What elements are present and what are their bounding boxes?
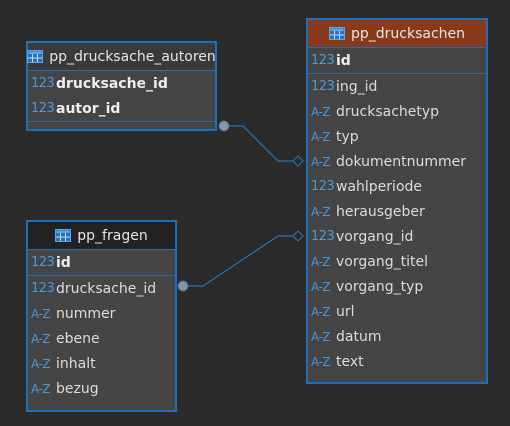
numeric-type-icon: 123 xyxy=(31,101,55,116)
column-name: autor_id xyxy=(56,100,121,117)
text-type-icon: A-Z xyxy=(311,104,331,119)
table-grid-icon xyxy=(55,229,72,242)
column-name: text xyxy=(336,353,364,370)
table-header[interactable]: pp_drucksachen xyxy=(308,20,486,48)
column-row[interactable]: A-Z drucksachetyp xyxy=(308,99,486,124)
text-type-icon: A-Z xyxy=(31,306,51,321)
column-name: nummer xyxy=(56,305,116,322)
numeric-type-icon: 123 xyxy=(311,179,335,194)
table-title: pp_drucksache_autoren xyxy=(49,48,216,65)
numeric-type-icon: 123 xyxy=(31,281,55,296)
column-name: vorgang_id xyxy=(336,228,414,245)
column-name: datum xyxy=(336,328,382,345)
column-name: herausgeber xyxy=(336,203,425,220)
text-type-icon: A-Z xyxy=(311,329,331,344)
column-row[interactable]: A-Z herausgeber xyxy=(308,199,486,224)
column-name: bezug xyxy=(56,380,99,397)
column-row[interactable]: A-Z datum xyxy=(308,324,486,349)
column-name: url xyxy=(336,303,355,320)
column-name: wahlperiode xyxy=(336,178,423,195)
link-fragen-drucksachen[interactable] xyxy=(183,235,296,287)
column-name: drucksachetyp xyxy=(336,103,440,120)
text-type-icon: A-Z xyxy=(311,304,331,319)
table-title: pp_drucksachen xyxy=(350,25,466,42)
table-grid-icon xyxy=(328,27,345,40)
text-type-icon: A-Z xyxy=(311,254,331,269)
link-autoren-drucksachen[interactable] xyxy=(224,125,296,162)
relationship-links xyxy=(177,120,304,292)
text-type-icon: A-Z xyxy=(31,381,51,396)
column-name: vorgang_typ xyxy=(336,278,424,295)
link-target-diamond xyxy=(292,155,304,167)
column-row[interactable]: A-Z text xyxy=(308,349,486,374)
column-row[interactable]: A-Z bezug xyxy=(28,376,175,401)
table-title: pp_fragen xyxy=(77,227,148,244)
column-row[interactable]: A-Z nummer xyxy=(28,301,175,326)
text-type-icon: A-Z xyxy=(31,356,51,371)
numeric-type-icon: 123 xyxy=(31,255,55,270)
column-name: id xyxy=(56,254,71,271)
column-row[interactable]: A-Z inhalt xyxy=(28,351,175,376)
column-name: typ xyxy=(336,128,359,145)
column-name: id xyxy=(336,52,351,69)
text-type-icon: A-Z xyxy=(311,279,331,294)
column-name: ebene xyxy=(56,330,100,347)
numeric-type-icon: 123 xyxy=(311,79,335,94)
text-type-icon: A-Z xyxy=(311,129,331,144)
column-row[interactable]: A-Z vorgang_titel xyxy=(308,249,486,274)
text-type-icon: A-Z xyxy=(31,331,51,346)
text-type-icon: A-Z xyxy=(311,204,331,219)
table-header[interactable]: pp_fragen xyxy=(28,222,175,250)
column-name: vorgang_titel xyxy=(336,253,428,270)
column-name: drucksache_id xyxy=(56,75,168,92)
column-name: drucksache_id xyxy=(56,280,157,297)
column-name: ing_id xyxy=(336,78,378,95)
table-header[interactable]: pp_drucksache_autoren xyxy=(27,43,216,71)
numeric-type-icon: 123 xyxy=(311,53,335,68)
column-row[interactable]: A-Z typ xyxy=(308,124,486,149)
column-name: dokumentnummer xyxy=(336,153,467,170)
column-row[interactable]: A-Z url xyxy=(308,299,486,324)
link-source-dot xyxy=(177,280,189,292)
text-type-icon: A-Z xyxy=(311,154,331,169)
numeric-type-icon: 123 xyxy=(311,229,335,244)
column-row[interactable]: A-Z vorgang_typ xyxy=(308,274,486,299)
column-row[interactable]: A-Z dokumentnummer xyxy=(308,149,486,174)
column-name: inhalt xyxy=(56,355,96,372)
table-grid-icon xyxy=(27,50,44,63)
numeric-type-icon: 123 xyxy=(31,76,55,91)
link-target-diamond xyxy=(292,230,304,242)
link-source-dot xyxy=(218,120,230,132)
text-type-icon: A-Z xyxy=(311,354,331,369)
column-row[interactable]: A-Z ebene xyxy=(28,326,175,351)
